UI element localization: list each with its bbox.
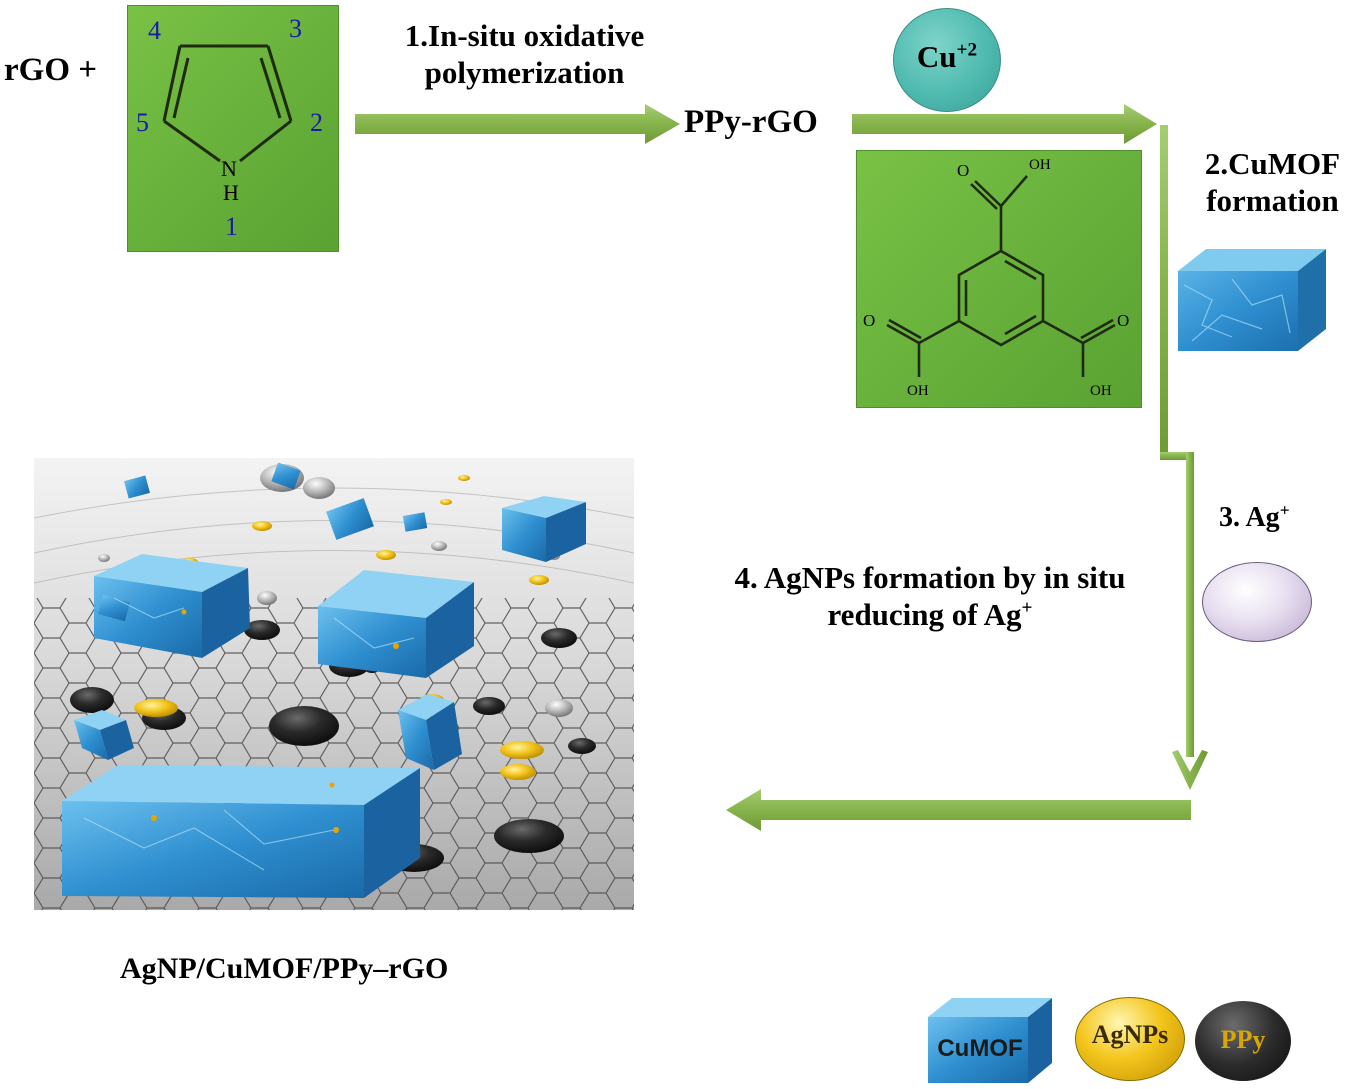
step3-text: 3. Ag (1219, 502, 1280, 533)
mof-block-large-bottom (62, 765, 420, 898)
step4-line2-wrap: reducing of Ag+ (690, 597, 1170, 634)
step3-label: 3. Ag+ (1219, 500, 1290, 534)
step2-line1: 2.CuMOF (1204, 146, 1341, 181)
step3-charge: + (1279, 500, 1290, 520)
copper-charge: +2 (956, 39, 978, 61)
pyrrole-hydrogen-label: H (223, 180, 239, 205)
pyrrole-structure-box: 4 3 5 2 N H 1 (127, 5, 339, 252)
legend-cumof-label: CuMOF (937, 1035, 1023, 1062)
step4-charge: + (1021, 597, 1033, 619)
step4-label: 4. AgNPs formation by in situ reducing o… (690, 560, 1170, 633)
legend-ppy-label: PPy (1220, 1025, 1266, 1054)
copper-symbol: Cu (916, 39, 957, 74)
step1-arrow (355, 104, 680, 144)
final-arrow-left (726, 789, 1191, 831)
cumof-arrow (852, 104, 1157, 144)
product-ppy-rgo-label: PPy-rGO (684, 104, 818, 140)
step2-line2: formation (1206, 182, 1339, 218)
btc-top-o-label: O (957, 161, 970, 180)
pyrrole-atom-number-4: 4 (148, 16, 161, 45)
btc-left-oh-label: OH (907, 383, 929, 399)
pyrrole-atom-number-5: 5 (136, 108, 149, 137)
step3-arrow-down (1172, 452, 1208, 790)
mof-block-upper-right (502, 496, 586, 562)
mof-block-small-mid (398, 694, 462, 770)
mof-block-tiny-group (97, 462, 428, 622)
step4-line2: reducing of Ag (827, 596, 1022, 632)
legend-agnps-label: AgNPs (1091, 1020, 1169, 1049)
legend-cumof-cube-icon (928, 998, 1052, 1083)
legend-agnps-ellipse: AgNPs (1075, 997, 1185, 1081)
mof-block-small-left (74, 710, 134, 760)
silver-ion-ellipse (1202, 562, 1312, 642)
legend-ppy-ellipse: PPy (1195, 1001, 1291, 1081)
connector-step (1160, 452, 1192, 460)
copper-ion-circle: Cu+2 (893, 8, 1001, 112)
reactant-rgo-label: rGO + (4, 52, 98, 88)
btc-right-oh-label: OH (1090, 383, 1112, 399)
step4-line1: 4. AgNPs formation by in situ (734, 560, 1126, 595)
btc-right-o-label: O (1117, 311, 1130, 330)
mof-block-center (318, 570, 474, 678)
connector-vertical-upper (1160, 125, 1168, 460)
final-product-label: AgNP/CuMOF/PPy–rGO (120, 952, 449, 985)
pyrrole-atom-number-3: 3 (289, 14, 302, 43)
step2-label: 2.CuMOF formation (1185, 146, 1359, 219)
pyrrole-atom-number-1: 1 (225, 212, 238, 241)
step1-line1: 1.In-situ oxidative (404, 18, 645, 53)
step1-label: 1.In-situ oxidative polymerization (362, 18, 687, 91)
pyrrole-ring (162, 44, 293, 163)
composite-illustration (34, 458, 634, 910)
mof-block-mid-left (94, 554, 250, 658)
copper-ion-label: Cu+2 (894, 39, 1000, 75)
pyrrole-nitrogen-label: N (221, 156, 237, 181)
btc-left-o-label: O (863, 311, 876, 330)
step1-line2: polymerization (424, 54, 625, 90)
pyrrole-atom-number-2: 2 (310, 108, 323, 137)
btc-structure-box: O OH O O OH OH (856, 150, 1142, 408)
cumof-cube-icon (1178, 249, 1326, 351)
btc-top-oh-label: OH (1029, 157, 1051, 173)
trimesic-acid-structure (886, 175, 1116, 377)
